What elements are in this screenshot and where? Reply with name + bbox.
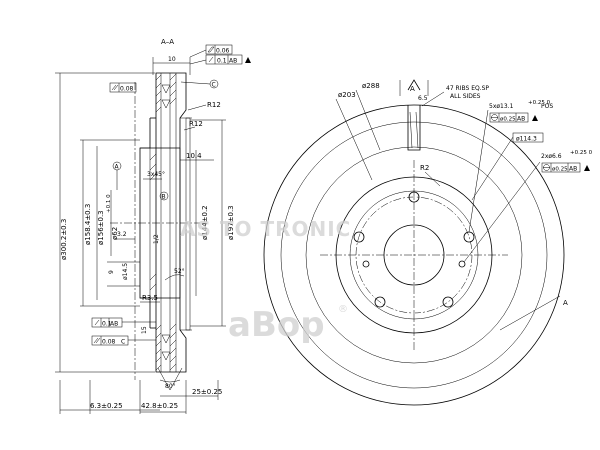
dia-outer: ø300.2±0.3 [60,219,68,260]
dim-6-5: 6.5 [418,95,428,102]
pos-tol-2: ø0.25 [552,167,568,173]
pos-frame: ø0.25 AB [489,112,538,123]
circle-c-label: C [212,82,216,89]
dim-10-4: 10.4 [186,152,202,160]
holes-tol: +0.25 0 [528,100,551,106]
radius-r12-b: R12 [189,120,203,128]
section-view: A–A 0.06 0.1 AB 0.08 C [55,38,251,414]
angle-52: 52° [174,268,185,275]
parallel-tol-bottom: 0.08 [102,339,116,346]
flatness-frame: 0.06 [205,44,233,55]
runout-tol-bottom: 0.1 [102,321,112,328]
all-sides-label: ALL SIDES [450,93,481,100]
parallel-frame-top: 0.08 [109,82,137,93]
dia-158: ø158.4±0.3 [84,204,92,245]
ribs-label: 47 RIBS EQ.SP [446,85,489,92]
label-1-2: 1/2 [153,234,160,244]
runout-tol-top: 0.1 [217,58,227,65]
watermark-text: AS TO TRONIC [180,217,351,241]
angle-80: 80° [165,383,176,390]
dim-width-top: 10 [168,56,176,63]
section-title: A–A [161,38,174,46]
front-view: A A ø288 ø203 47 RIBS EQ.SP ALL SIDES 6.… [263,79,593,406]
datum-a-label: A [115,164,120,171]
vertical-diameters: ø300.2±0.3 ø158.4±0.3 ø156±0.3 ø62 +0.1 … [55,72,235,373]
parallel-tol-top: 0.08 [120,86,134,93]
dia-144: ø144±0.2 [201,205,209,240]
radius-r2: R2 [420,164,429,172]
dim-25: 25±0.25 [192,388,222,396]
pcd-label: ø114.3 [516,136,537,143]
holes-label: 5xø13.1 [489,103,514,110]
watermark: AS TO TRONIC aBop ® [180,217,351,345]
section-a-top: A [410,85,415,93]
dim-9: 9 [108,270,115,274]
dia-156: ø156±0.3 [97,210,105,245]
dia-62-tol: +0.1 0 [106,194,112,213]
chamfer-label: 3x45° [147,171,165,178]
runout-frame-bottom: 0.1 AB [91,317,156,328]
dia-197: ø197±0.3 [227,205,235,240]
dia-203: ø203 [338,91,356,99]
radius-r12-a: R12 [207,101,221,109]
dim-14-5: ø14.5 [122,263,129,280]
parallel-frame-bottom: 0.08 C [91,335,156,346]
runout-frame-top: 0.1 AB [205,54,251,65]
holes-2-tol: +0.25 0 [570,150,593,156]
datum-b-label: B [162,194,166,201]
runout-datum-bottom: AB [110,321,118,328]
watermark-brand: aBop [228,305,325,345]
bolt-holes [353,191,475,308]
dim-15: 15 [141,326,148,334]
runout-datum-top: AB [229,58,237,65]
pos-datum-2: AB [569,166,577,173]
pos-label: POS [541,103,553,110]
dia-288: ø288 [362,82,380,90]
flatness-tol: 0.06 [216,48,230,55]
pos-tol: ø0.25 [500,117,516,123]
pos-datum: AB [517,116,525,123]
dim-3-2: 3.2 [117,231,127,238]
parallel-ref-bottom: C [121,339,125,346]
dia-62: ø62 [111,227,119,240]
dim-42-8: 42.8±0.25 [141,402,178,410]
watermark-brand-r: ® [338,304,348,315]
pos-frame-2: ø0.25 AB [541,162,590,173]
section-a-bottom: A [563,299,568,307]
holes-2-label: 2xø6.6 [541,153,562,160]
radius-r35: R3.5 [142,294,158,302]
dim-6-3: 6.3±0.25 [90,402,123,410]
